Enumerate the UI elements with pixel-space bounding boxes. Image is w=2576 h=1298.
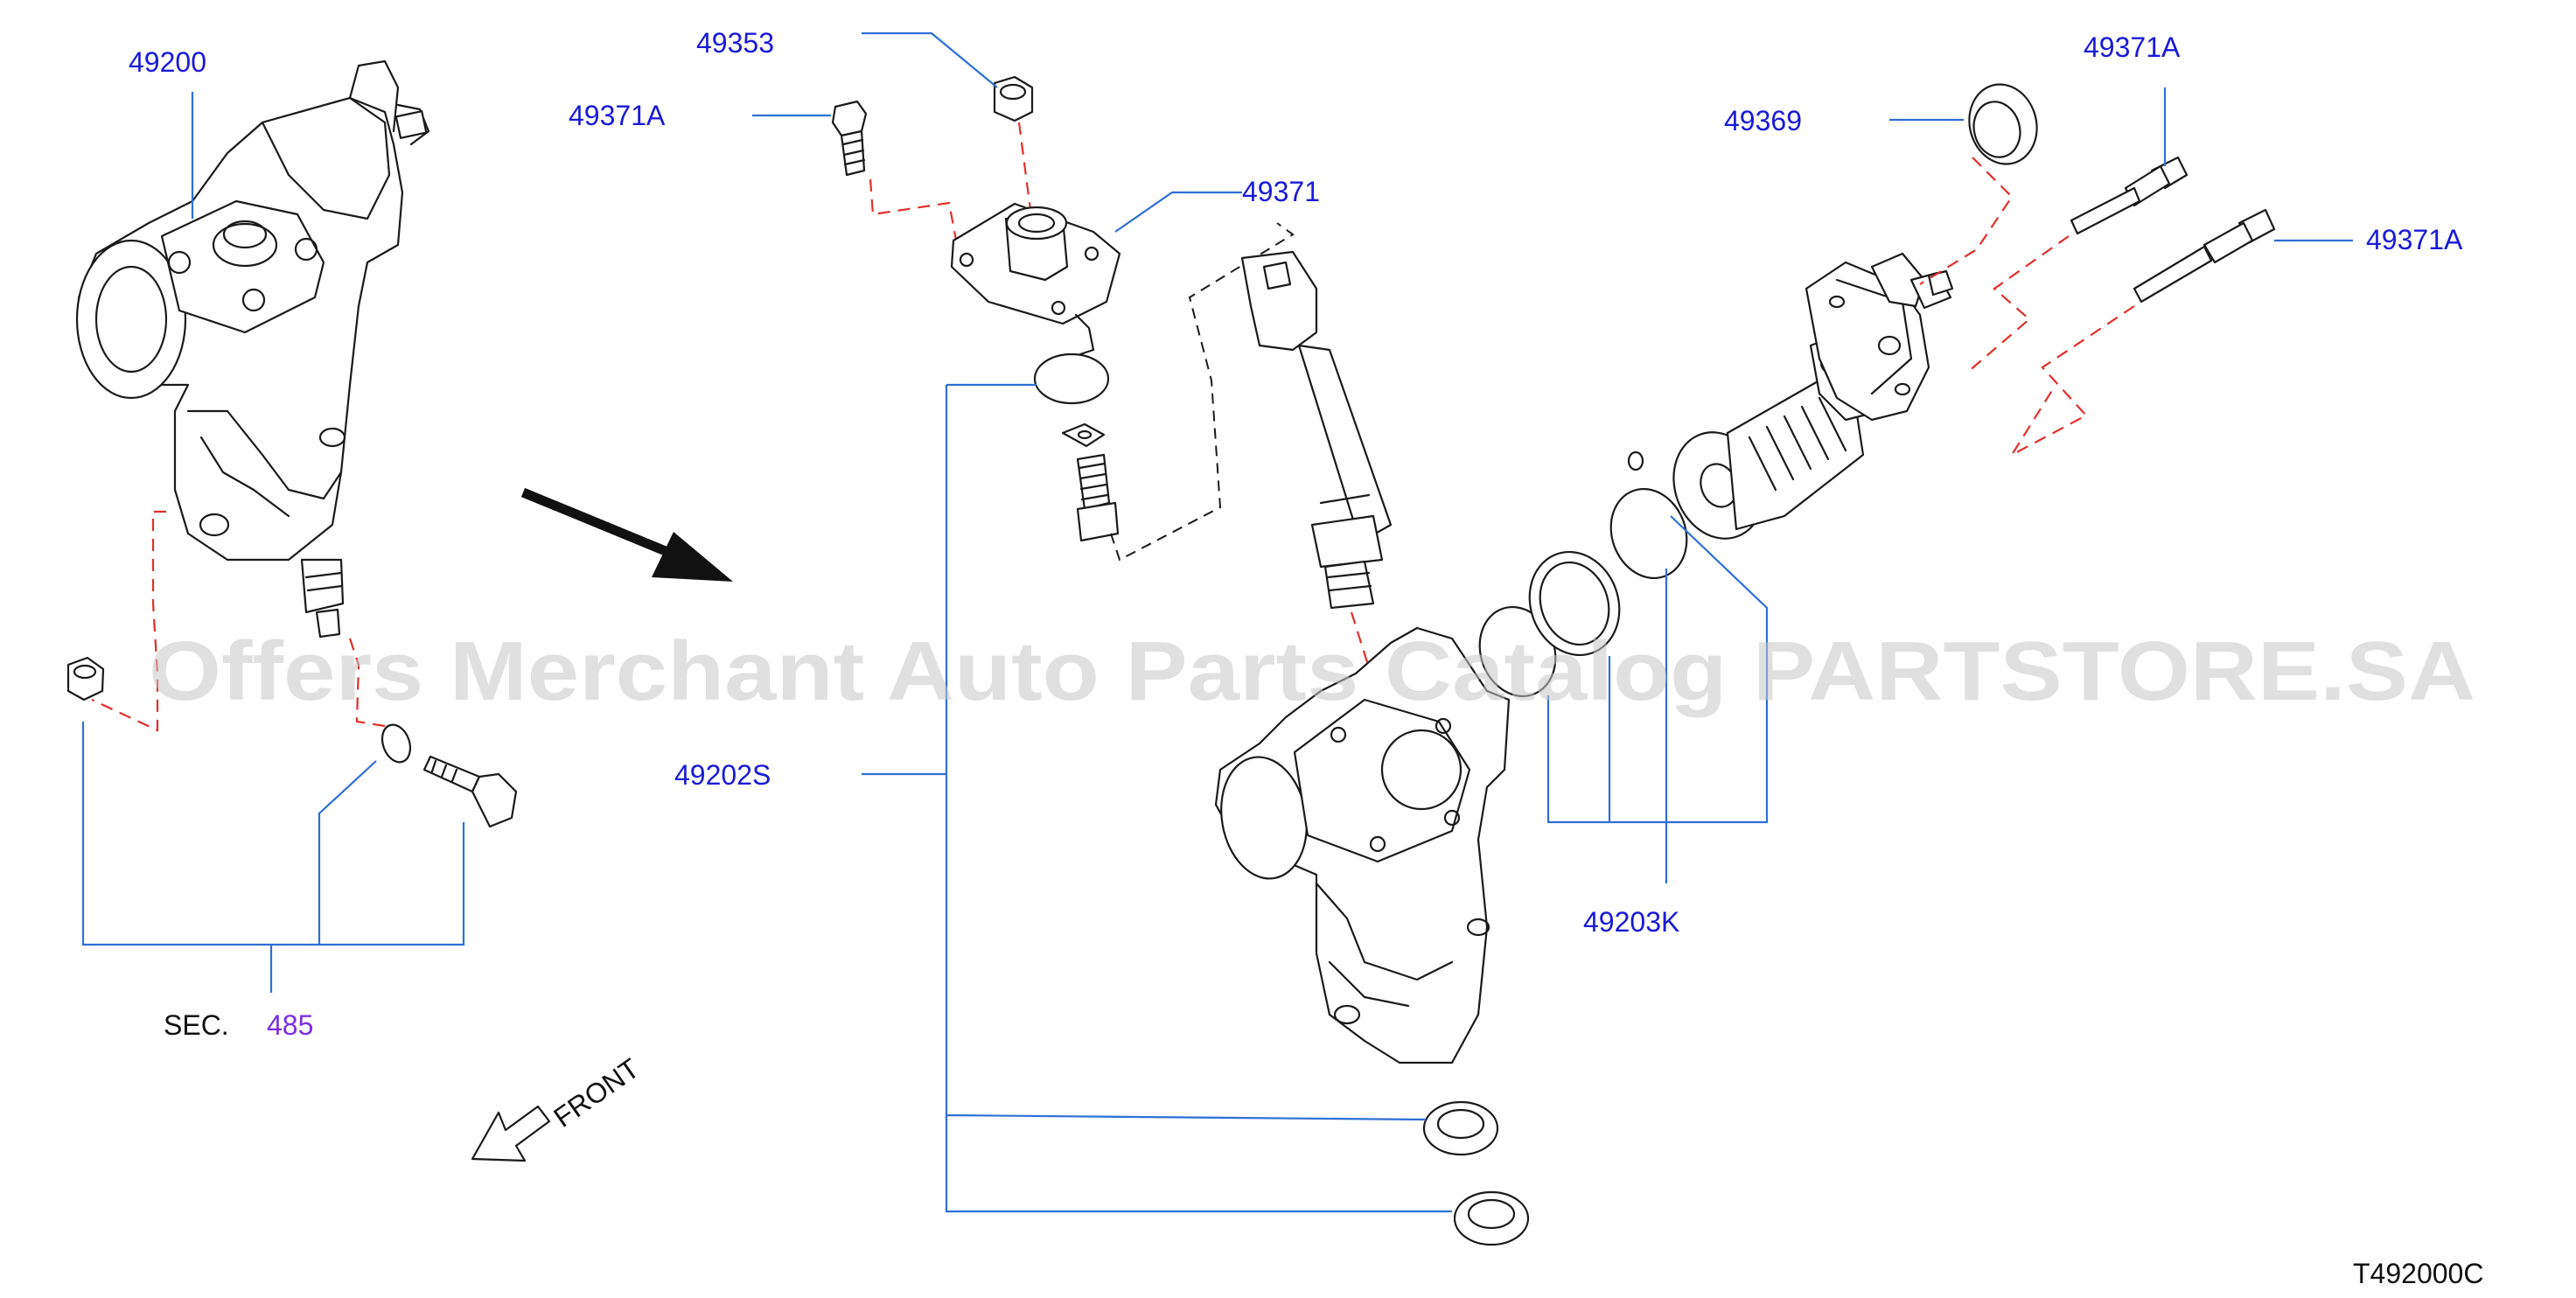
oil-seal-lower[interactable] bbox=[1453, 1190, 1530, 1246]
cover-plate-49371[interactable] bbox=[950, 202, 1121, 356]
sector-shaft[interactable] bbox=[1240, 250, 1393, 610]
adjusting-screw[interactable] bbox=[1076, 453, 1120, 542]
nut-49353[interactable] bbox=[993, 75, 1034, 122]
part-number-49200[interactable]: 49200 bbox=[129, 46, 206, 78]
part-number-49353[interactable]: 49353 bbox=[696, 27, 774, 59]
part-number-49371A-right-1[interactable]: 49371A bbox=[2084, 31, 2181, 63]
bolt-49371A-right-1[interactable] bbox=[2070, 156, 2189, 235]
seal-ring-2[interactable] bbox=[1515, 540, 1633, 668]
seal-cap-49369[interactable] bbox=[1960, 77, 2045, 172]
part-number-49371[interactable]: 49371 bbox=[1242, 176, 1320, 207]
front-arrow-icon bbox=[471, 1105, 551, 1162]
direction-arrow-icon bbox=[520, 487, 733, 582]
section-reference-485[interactable]: 485 bbox=[267, 1009, 313, 1041]
leader-49371 bbox=[1114, 191, 1242, 233]
leader-49353 bbox=[862, 31, 998, 88]
front-label: FRONT bbox=[548, 1052, 645, 1134]
part-number-49371A-right-2[interactable]: 49371A bbox=[2366, 224, 2463, 255]
leader-49203K bbox=[1546, 515, 1769, 883]
nut-left[interactable] bbox=[66, 656, 105, 701]
lock-washer-left[interactable] bbox=[377, 721, 415, 766]
bolt-left[interactable] bbox=[422, 755, 518, 828]
part-number-49371A-top[interactable]: 49371A bbox=[569, 100, 666, 131]
bolt-49371A-top[interactable] bbox=[831, 100, 868, 177]
part-number-49369[interactable]: 49369 bbox=[1724, 105, 1802, 136]
diagram-code: T492000C bbox=[2353, 1258, 2483, 1289]
small-o-ring[interactable] bbox=[1627, 450, 1644, 471]
bolt-49371A-right-2[interactable] bbox=[2133, 208, 2276, 304]
steering-gear-assembly-left[interactable] bbox=[75, 59, 430, 732]
shim-washer[interactable] bbox=[1061, 422, 1106, 448]
worm-shaft-valve-assembly[interactable] bbox=[1659, 252, 1954, 551]
seal-ring-3[interactable] bbox=[1599, 478, 1700, 589]
o-ring-center[interactable] bbox=[1033, 352, 1110, 405]
part-number-49202S[interactable]: 49202S bbox=[674, 759, 771, 791]
section-prefix: SEC. bbox=[164, 1009, 229, 1041]
gear-housing-center[interactable] bbox=[1212, 626, 1511, 1064]
leader-49202S bbox=[862, 383, 1452, 1213]
leader-sec-485 bbox=[81, 722, 465, 993]
part-number-49203K[interactable]: 49203K bbox=[1583, 906, 1679, 938]
oil-seal-upper[interactable] bbox=[1422, 1100, 1499, 1156]
watermark-text: Offers Merchant Auto Parts Catalog PARTS… bbox=[149, 625, 2475, 718]
